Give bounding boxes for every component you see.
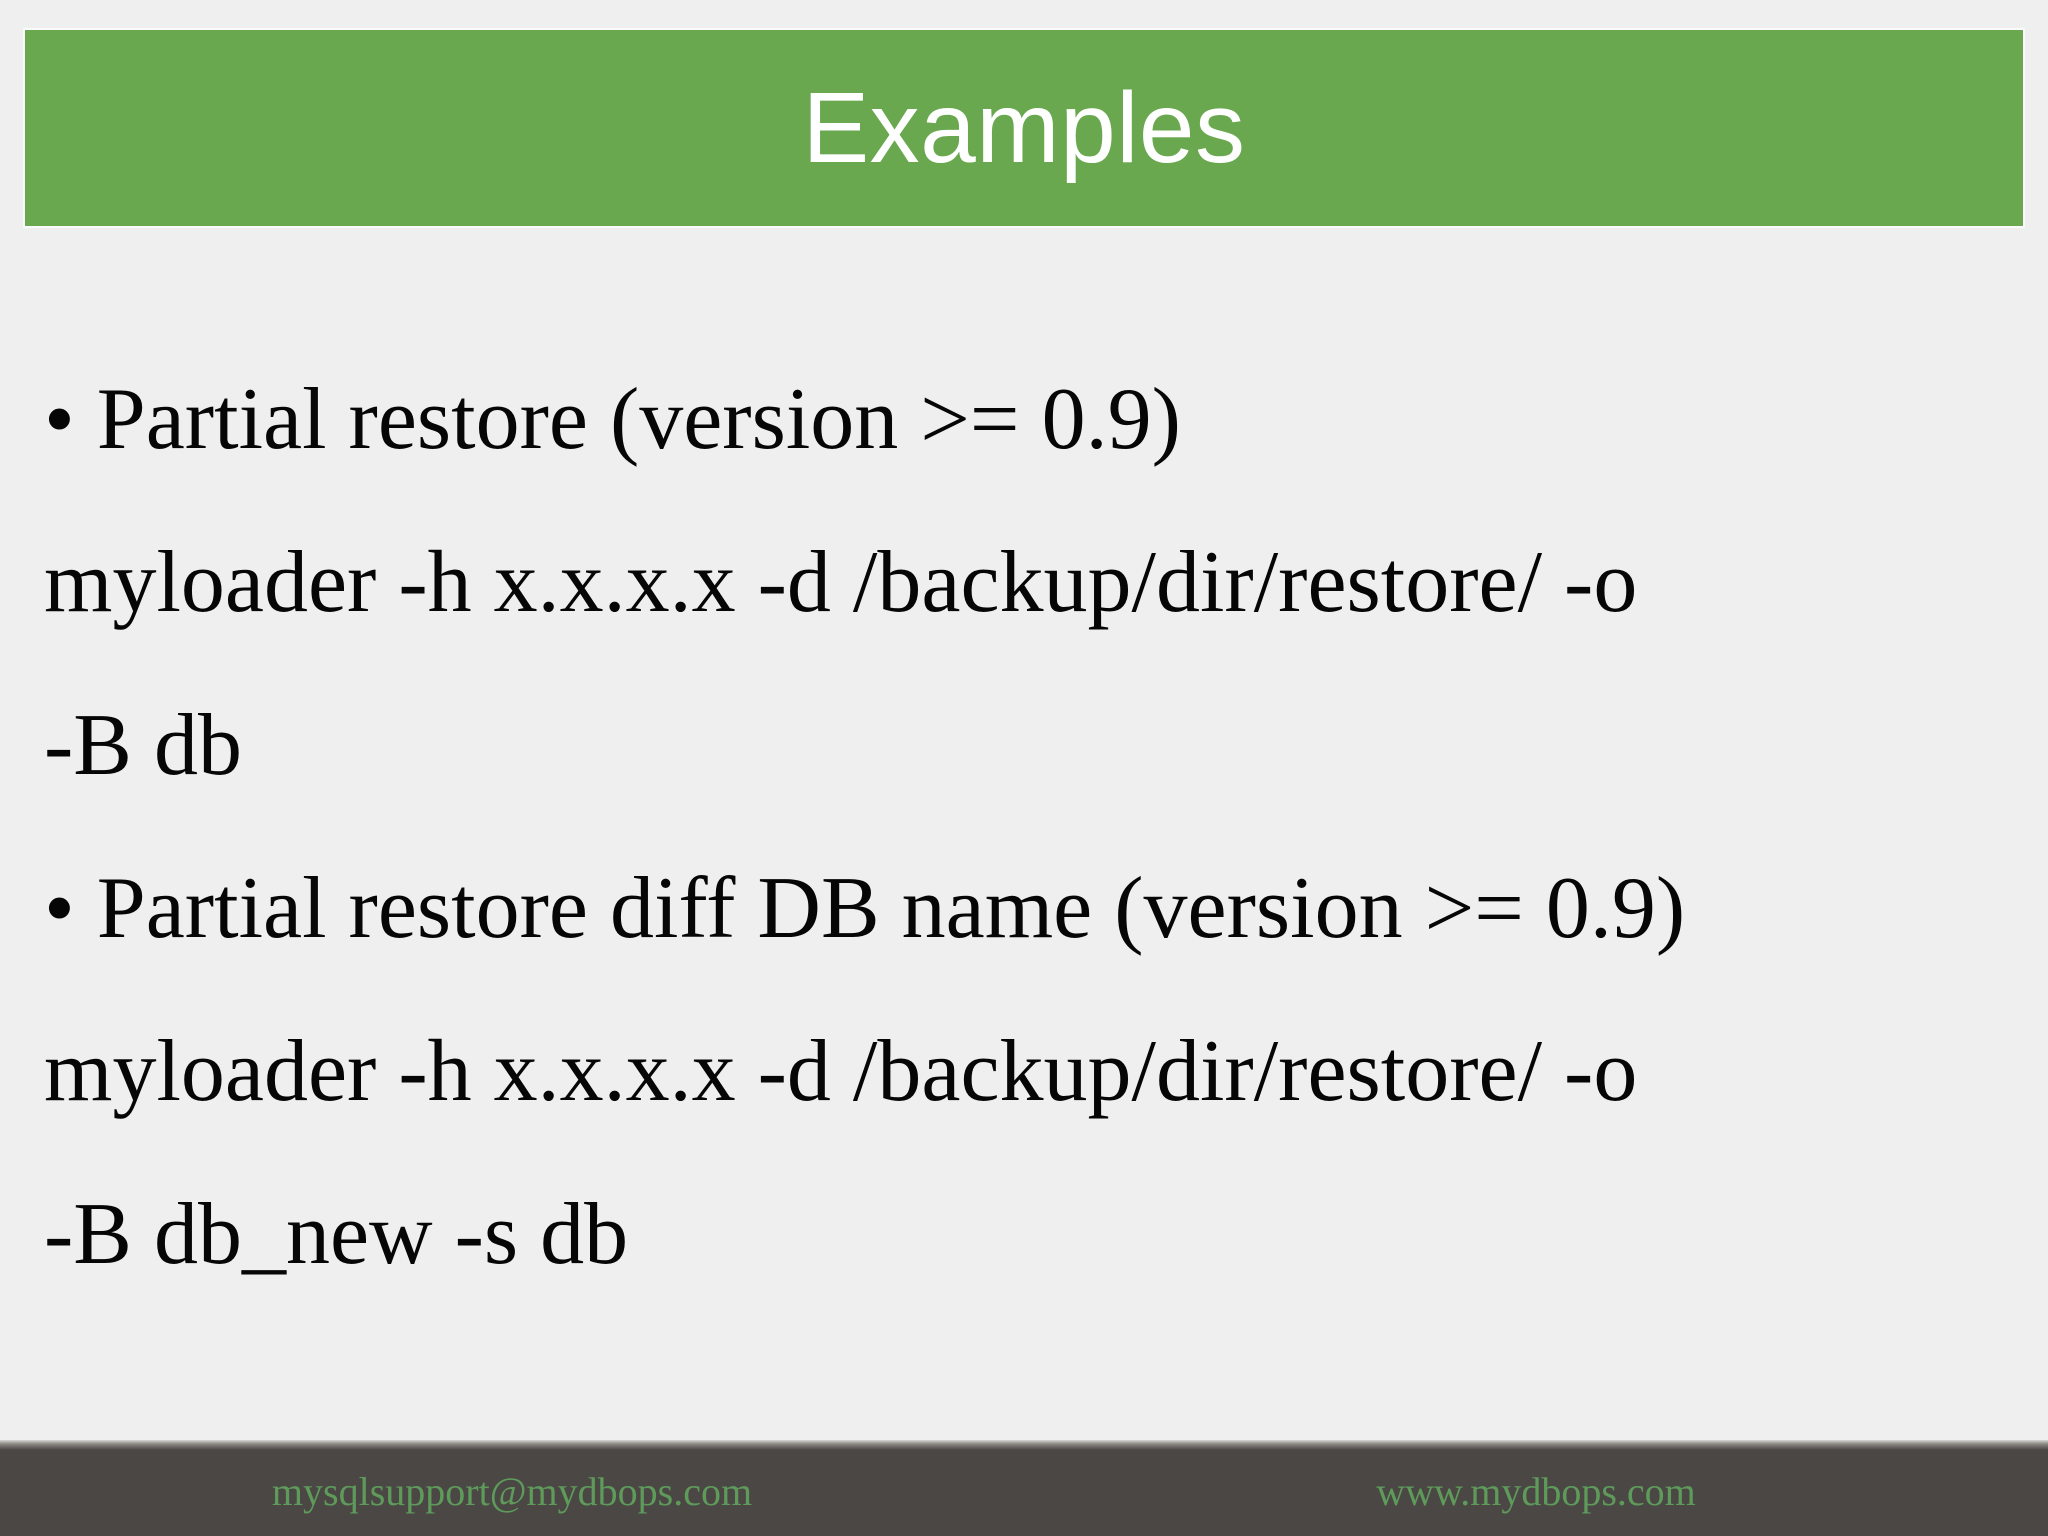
footer-support-email: mysqlsupport@mydbops.com xyxy=(271,1468,753,1514)
command-line-db-flag-2: -B db_new -s db xyxy=(44,1186,629,1283)
command-line-myloader-1: myloader -h x.x.x.x -d /backup/dir/resto… xyxy=(44,534,1638,631)
slide-title: Examples xyxy=(802,71,1246,184)
slide-body: • Partial restore (version >= 0.9) myloa… xyxy=(44,338,2008,1316)
slide-title-bar: Examples xyxy=(25,30,2023,226)
footer-website: www.mydbops.com xyxy=(1376,1468,1696,1514)
slide-footer: mysqlsupport@mydbops.com www.mydbops.com xyxy=(0,1440,2048,1536)
command-line-db-flag-1: -B db xyxy=(44,697,242,794)
bullet-line-partial-restore-diff-db: • Partial restore diff DB name (version … xyxy=(44,860,1686,957)
bullet-line-partial-restore: • Partial restore (version >= 0.9) xyxy=(44,371,1181,468)
command-line-myloader-2: myloader -h x.x.x.x -d /backup/dir/resto… xyxy=(44,1023,1638,1120)
